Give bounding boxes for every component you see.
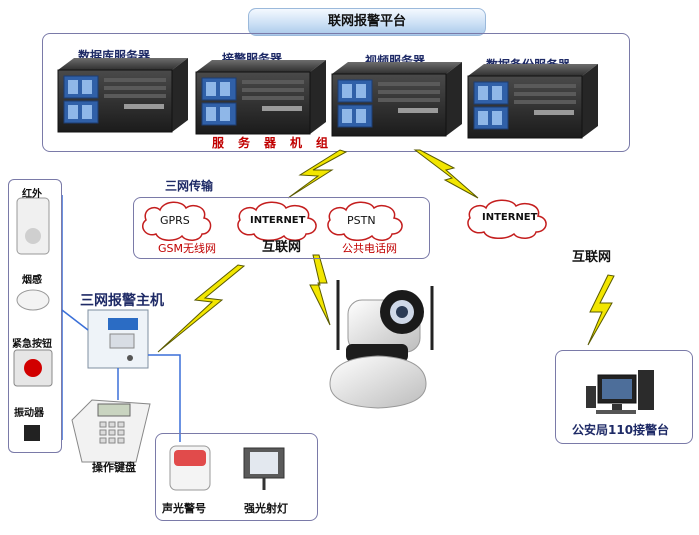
right-internet-label: 互联网: [572, 250, 612, 265]
cloud-internet-outside-label: INTERNET: [482, 212, 538, 223]
alarm-host-icon: [87, 309, 149, 369]
sensor-infrared-label: 红外: [22, 189, 42, 200]
lightning-icon: [309, 254, 331, 326]
floodlight-icon: [243, 447, 285, 490]
siren-label: 声光警号: [162, 502, 206, 515]
network-title: 三网传输: [165, 179, 214, 193]
internet-caption: 互联网: [262, 240, 302, 255]
pstn-caption: 公共电话网: [342, 242, 397, 255]
vibration-sensor-icon: [24, 425, 40, 441]
sensor-smoke-label: 烟感: [22, 275, 42, 286]
lightning-icon: [157, 264, 246, 353]
cloud-internet-label: INTERNET: [250, 215, 306, 226]
sensor-emergency-label: 紧急按钮: [12, 339, 52, 350]
server-cluster-box: [42, 33, 630, 152]
wire-outputs: [148, 354, 181, 442]
sensor-box: [8, 179, 62, 453]
cloud-gprs-icon: [142, 201, 212, 241]
cloud-internet-outside-icon: [467, 199, 547, 239]
police-box: [555, 350, 693, 444]
keypad-icon: [71, 399, 151, 463]
lightning-icon: [587, 274, 615, 346]
police-pc-icon: [586, 370, 654, 414]
police-label: 公安局110接警台: [572, 423, 670, 437]
server-database-rack: [57, 57, 189, 133]
floodlight-label: 强光射灯: [244, 502, 288, 515]
platform-title: 联网报警平台: [248, 8, 486, 36]
sensor-vibration-label: 振动器: [14, 408, 44, 419]
lightning-icon: [413, 149, 479, 199]
network-box: [133, 197, 430, 259]
cloud-internet-icon: [237, 201, 317, 241]
server-video-rack: [331, 61, 463, 137]
smoke-detector-icon: [16, 289, 50, 311]
cloud-pstn-label: PSTN: [347, 214, 376, 227]
ip-camera-icon: [329, 280, 434, 409]
output-box: [155, 433, 318, 521]
siren-icon: [169, 445, 211, 491]
lightning-icon: [287, 149, 348, 199]
keypad-label: 操作键盘: [92, 461, 136, 474]
cloud-pstn-icon: [327, 201, 403, 241]
gsm-caption: GSM无线网: [158, 242, 216, 255]
cloud-gprs-label: GPRS: [160, 214, 190, 227]
server-cluster-label: 服务器机组: [212, 136, 343, 150]
server-backup-rack: [467, 63, 599, 139]
infrared-sensor-icon: [16, 197, 50, 255]
server-alarm-rack: [195, 59, 327, 135]
wire-sensors: [61, 309, 89, 331]
alarm-host-title: 三网报警主机: [80, 293, 164, 309]
